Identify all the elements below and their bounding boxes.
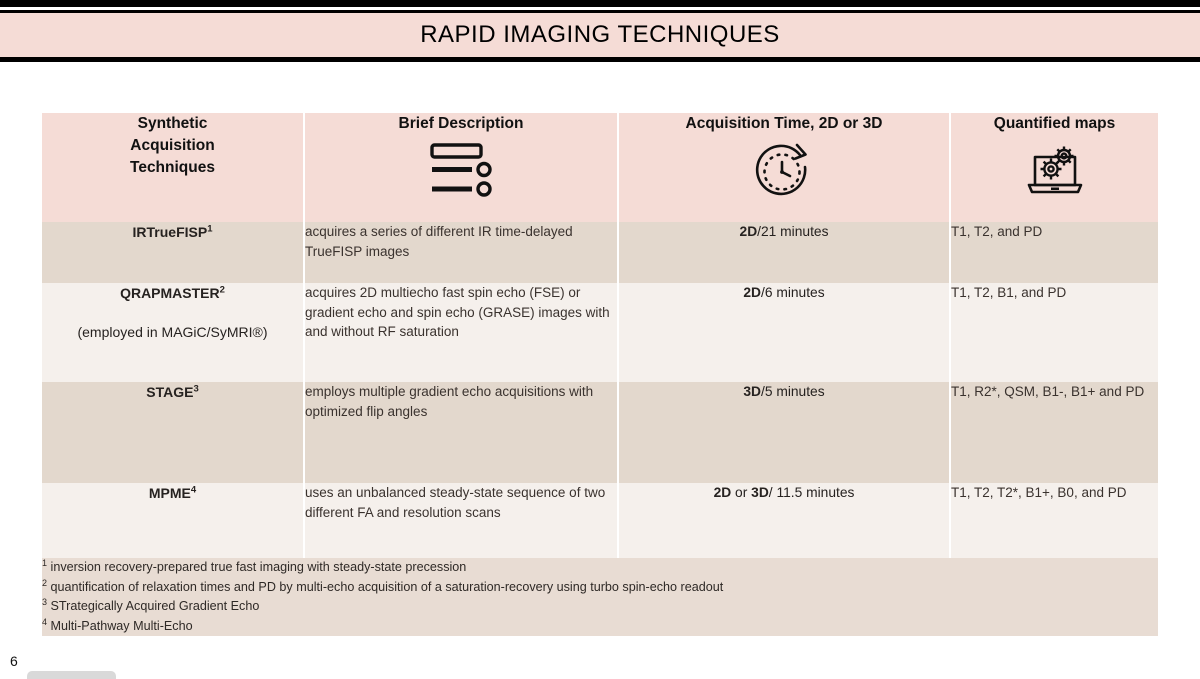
clock-refresh-icon — [619, 141, 949, 203]
bottom-taskbar-chip[interactable] — [27, 671, 116, 679]
acquisition-time-text: 3D/5 minutes — [743, 384, 825, 399]
banner-rule-top — [0, 10, 1200, 13]
quantified-maps-text: T1, T2, B1, and PD — [951, 285, 1067, 300]
page-number: 6 — [10, 653, 18, 669]
cell-description: uses an unbalanced steady-state sequence… — [304, 483, 619, 558]
header-label-acquisition-time: Acquisition Time, 2D or 3D — [685, 115, 883, 132]
technique-note: (employed in MAGiC/SyMRI®) — [77, 324, 268, 340]
cell-quantified-maps: T1, R2*, QSM, B1-, B1+ and PD — [950, 382, 1158, 483]
quantified-maps-text: T1, T2, T2*, B1+, B0, and PD — [951, 485, 1127, 500]
footnote-item: 2 quantification of relaxation times and… — [42, 577, 724, 594]
footnote-item: 4 Multi-Pathway Multi-Echo — [42, 616, 193, 633]
top-black-bar — [0, 0, 1200, 7]
column-header-quantified-maps: Quantified maps — [950, 113, 1158, 222]
cell-technique: QRAPMASTER2 (employed in MAGiC/SyMRI®) — [42, 283, 305, 382]
cell-acquisition-time: 3D/5 minutes — [618, 382, 951, 483]
cell-acquisition-time: 2D/21 minutes — [618, 222, 951, 283]
technique-name: IRTrueFISP1 — [132, 223, 213, 240]
cell-acquisition-time: 2D/6 minutes — [618, 283, 951, 382]
table-header-row: Synthetic Acquisition Techniques Brief D… — [42, 113, 1158, 222]
acquisition-time-text: 2D or 3D/ 11.5 minutes — [713, 485, 855, 500]
quantified-maps-text: T1, R2*, QSM, B1-, B1+ and PD — [951, 384, 1145, 399]
description-text: uses an unbalanced steady-state sequence… — [305, 485, 606, 520]
cell-technique: IRTrueFISP1 — [42, 222, 305, 283]
cell-quantified-maps: T1, T2, T2*, B1+, B0, and PD — [950, 483, 1158, 558]
banner-rule-bottom — [0, 57, 1200, 62]
acquisition-time-text: 2D/6 minutes — [743, 285, 825, 300]
page-title: RAPID IMAGING TECHNIQUES — [420, 21, 780, 48]
header-label-line3: Techniques — [130, 159, 215, 176]
description-text: acquires 2D multiecho fast spin echo (FS… — [305, 285, 610, 340]
column-header-synthetic-acquisition-techniques: Synthetic Acquisition Techniques — [42, 113, 305, 222]
acquisition-time-text: 2D/21 minutes — [739, 224, 829, 239]
techniques-table-wrapper: Synthetic Acquisition Techniques Brief D… — [42, 113, 1158, 637]
cell-description: acquires 2D multiecho fast spin echo (FS… — [304, 283, 619, 382]
description-text: employs multiple gradient echo acquisiti… — [305, 384, 594, 419]
technique-name: MPME4 — [148, 484, 197, 501]
cell-description: acquires a series of different IR time-d… — [304, 222, 619, 283]
techniques-table: Synthetic Acquisition Techniques Brief D… — [42, 113, 1158, 637]
footnote-item: 1 inversion recovery-prepared true fast … — [42, 557, 467, 574]
description-text: acquires a series of different IR time-d… — [305, 224, 573, 259]
column-header-acquisition-time: Acquisition Time, 2D or 3D — [618, 113, 951, 222]
footnotes-row: 1 inversion recovery-prepared true fast … — [42, 557, 1158, 637]
header-label-brief-description: Brief Description — [398, 115, 524, 132]
table-row: STAGE3 employs multiple gradient echo ac… — [42, 382, 1158, 483]
column-header-brief-description: Brief Description — [304, 113, 619, 222]
document-list-icon — [305, 141, 617, 199]
footnotes-block: 1 inversion recovery-prepared true fast … — [42, 557, 1158, 637]
technique-name: QRAPMASTER2 — [120, 284, 225, 301]
technique-name: STAGE3 — [146, 383, 199, 400]
footnote-item: 3 STrategically Acquired Gradient Echo — [42, 596, 260, 614]
cell-acquisition-time: 2D or 3D/ 11.5 minutes — [618, 483, 951, 558]
table-row: IRTrueFISP1 acquires a series of differe… — [42, 222, 1158, 283]
header-label-line2: Acquisition — [130, 137, 215, 154]
slide-title-banner: RAPID IMAGING TECHNIQUES — [0, 13, 1200, 57]
laptop-gears-icon — [951, 141, 1158, 199]
cell-description: employs multiple gradient echo acquisiti… — [304, 382, 619, 483]
table-row: QRAPMASTER2 (employed in MAGiC/SyMRI®) a… — [42, 283, 1158, 382]
cell-technique: STAGE3 — [42, 382, 305, 483]
cell-technique: MPME4 — [42, 483, 305, 558]
header-label-quantified-maps: Quantified maps — [993, 115, 1116, 132]
quantified-maps-text: T1, T2, and PD — [951, 224, 1043, 239]
cell-quantified-maps: T1, T2, B1, and PD — [950, 283, 1158, 382]
header-label-line1: Synthetic — [137, 115, 208, 132]
table-row: MPME4 uses an unbalanced steady-state se… — [42, 483, 1158, 558]
cell-quantified-maps: T1, T2, and PD — [950, 222, 1158, 283]
